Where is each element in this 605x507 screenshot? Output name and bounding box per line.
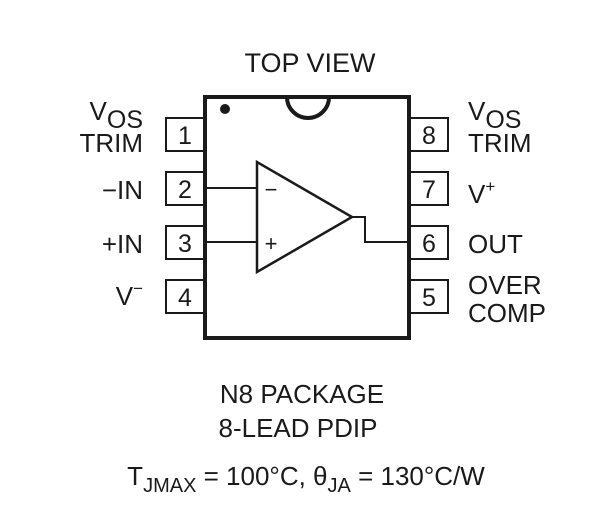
pin-box-3 xyxy=(165,225,205,260)
pin-number-7: 7 xyxy=(422,176,436,204)
wire-output-to-pin6 xyxy=(352,216,409,243)
pin8-label: VOS xyxy=(468,96,521,134)
pin2-label: −IN xyxy=(102,175,143,205)
pin-number-8: 8 xyxy=(422,122,436,150)
pin-box-1 xyxy=(165,117,205,152)
opamp-triangle xyxy=(255,159,355,275)
package-notch xyxy=(285,96,331,120)
diagram-title: TOP VIEW xyxy=(244,48,376,78)
pin-number-6: 6 xyxy=(422,230,436,258)
pin-number-3: 3 xyxy=(178,230,192,258)
pin-number-1: 1 xyxy=(178,122,192,150)
pin1-indicator-dot xyxy=(220,104,230,114)
pin-number-5: 5 xyxy=(422,284,436,312)
package-body xyxy=(203,95,411,340)
pin4-label: V− xyxy=(116,279,143,311)
pin5-label-line2: COMP xyxy=(468,298,546,328)
pin-number-2: 2 xyxy=(178,176,192,204)
pin-box-4 xyxy=(165,279,205,314)
pin8-label-line2: TRIM xyxy=(468,128,532,158)
pin-box-7 xyxy=(409,171,449,206)
pin-box-6 xyxy=(409,225,449,260)
thermal-spec: TJMAX = 100°C, θJA = 130°C/W xyxy=(127,461,485,497)
opamp-noninverting-sign: + xyxy=(265,231,278,256)
pin-number-4: 4 xyxy=(178,284,192,312)
pin1-label-line2: TRIM xyxy=(79,128,143,158)
pin3-label: +IN xyxy=(102,229,143,259)
package-type: 8-LEAD PDIP xyxy=(219,413,378,443)
package-name: N8 PACKAGE xyxy=(220,379,384,409)
pin-box-2 xyxy=(165,171,205,206)
pin-box-8 xyxy=(409,117,449,152)
opamp-inverting-sign: − xyxy=(265,177,278,202)
pin5-label: OVER xyxy=(468,270,542,300)
pin-box-5 xyxy=(409,279,449,314)
pin6-label: OUT xyxy=(468,229,523,259)
pin1-label: VOS xyxy=(90,96,143,134)
pin7-label: V+ xyxy=(468,177,495,209)
